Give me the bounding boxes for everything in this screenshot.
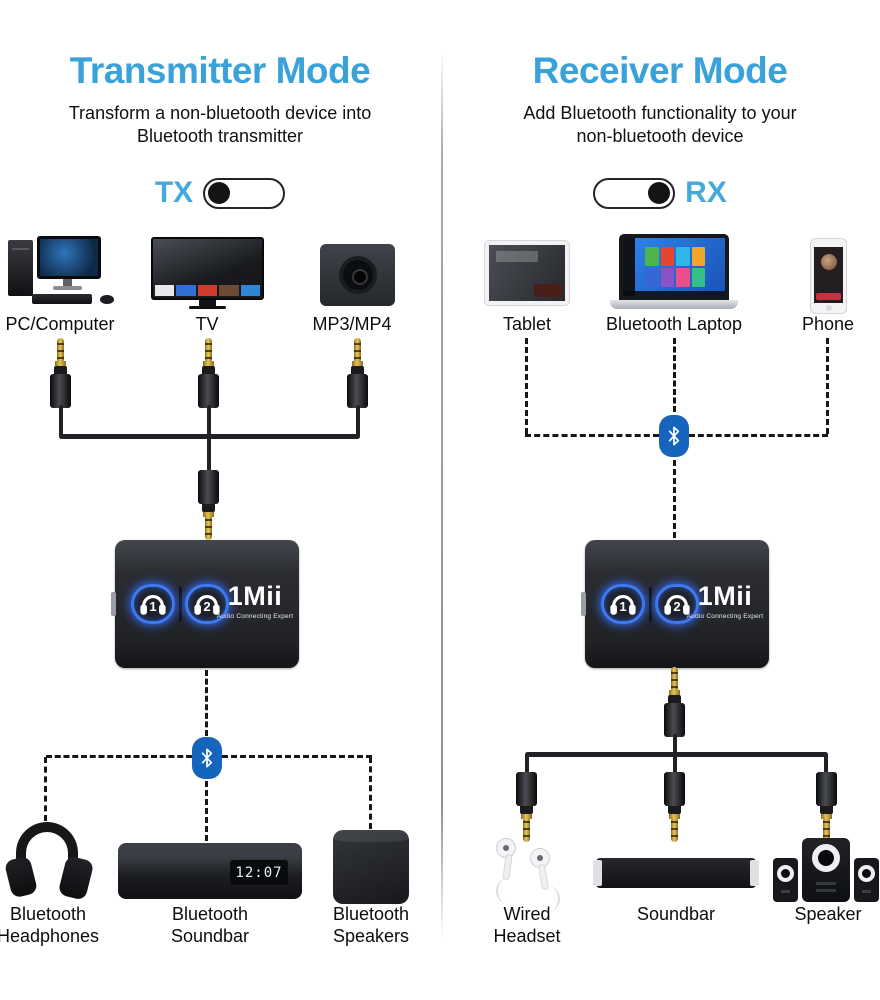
wired-headset-icon — [488, 836, 566, 912]
source-label: Phone — [801, 314, 855, 334]
aux-jack-icon — [198, 470, 219, 540]
source-label: Tablet — [502, 314, 552, 334]
bluetooth-link-line — [673, 460, 676, 538]
receiver-panel: Receiver Mode Add Bluetooth functionalit… — [440, 0, 880, 1000]
speaker-set-icon — [773, 838, 879, 906]
bluetooth-link-line — [369, 757, 372, 829]
channel-number: 2 — [673, 599, 681, 614]
aux-cable — [824, 754, 828, 774]
rx-toggle-row: RX — [440, 176, 880, 210]
toggle-knob — [208, 181, 231, 204]
receiver-title: Receiver Mode — [532, 50, 788, 91]
transmitter-subtitle-line1: Transform a non-bluetooth device into — [68, 103, 372, 123]
bluetooth-link-line — [525, 434, 659, 437]
tv-icon — [151, 237, 264, 311]
transmitter-subtitle-line2: Bluetooth transmitter — [136, 126, 304, 146]
bluetooth-link-line — [689, 434, 828, 437]
channel-1-button: 1 — [131, 584, 175, 624]
source-label: MP3/MP4 — [312, 314, 392, 334]
bluetooth-laptop-icon — [610, 234, 738, 312]
channel-number: 1 — [619, 599, 627, 614]
bluetooth-link-line — [205, 670, 208, 736]
pc-computer-icon — [6, 236, 116, 312]
aux-jack-icon — [516, 772, 537, 842]
bluetooth-adapter-device: 1 2 1Mii Audio Connecting Expert — [111, 540, 299, 668]
toggle-knob — [648, 181, 671, 204]
button-divider — [179, 587, 182, 621]
aux-jack-icon — [664, 667, 685, 737]
output-label: Bluetooth Speakers — [332, 904, 410, 946]
aux-jack-icon — [50, 338, 71, 408]
bluetooth-link-line — [525, 338, 528, 434]
clock-display: 12:07 — [230, 860, 288, 885]
aux-cable — [59, 405, 63, 437]
tx-toggle[interactable] — [203, 177, 286, 209]
bluetooth-link-line — [46, 755, 192, 758]
tx-toggle-row: TX — [0, 176, 440, 210]
channel-2-button: 2 — [185, 584, 229, 624]
soundbar-icon — [593, 858, 759, 888]
brand-tagline: Audio Connecting Expert — [686, 613, 764, 620]
brand-logo: 1Mii — [227, 581, 283, 611]
brand-tagline: Audio Connecting Expert — [216, 613, 294, 620]
side-switch — [581, 592, 586, 616]
aux-cable — [673, 734, 677, 755]
bluetooth-adapter-device: 1 2 1Mii Audio Connecting Expert — [581, 540, 769, 668]
mp3-player-icon — [320, 244, 395, 306]
aux-jack-icon — [664, 772, 685, 842]
source-label: Bluetooth Laptop — [605, 314, 743, 334]
tx-label: TX — [154, 176, 194, 209]
tablet-icon — [484, 240, 570, 306]
bluetooth-speaker-icon — [333, 830, 409, 904]
brand-logo: 1Mii — [697, 581, 753, 611]
output-label: Speaker — [794, 904, 862, 924]
aux-cable — [673, 754, 677, 774]
bluetooth-icon — [192, 737, 222, 779]
source-label: PC/Computer — [5, 314, 115, 334]
aux-jack-icon — [816, 772, 837, 842]
bluetooth-link-line — [205, 781, 208, 841]
bluetooth-icon — [659, 415, 689, 457]
button-divider — [649, 587, 652, 621]
bluetooth-link-line — [826, 338, 829, 434]
column-divider — [441, 50, 443, 940]
aux-cable — [207, 405, 211, 437]
headphone-icon — [664, 594, 690, 615]
transmitter-panel: Transmitter Mode Transform a non-bluetoo… — [0, 50, 440, 946]
output-label: Soundbar — [636, 904, 716, 924]
channel-number: 2 — [203, 599, 211, 614]
aux-cable — [525, 754, 529, 774]
channel-2-button: 2 — [655, 584, 699, 624]
source-label: TV — [195, 314, 219, 334]
side-switch — [111, 592, 116, 616]
output-label: Bluetooth Soundbar — [170, 904, 250, 946]
bluetooth-soundbar-icon: 12:07 — [118, 843, 302, 899]
channel-1-button: 1 — [601, 584, 645, 624]
aux-cable — [207, 436, 211, 472]
rx-label: RX — [685, 176, 727, 209]
receiver-subtitle-line1: Add Bluetooth functionality to your — [523, 103, 797, 123]
headphone-icon — [194, 594, 220, 615]
output-label: Bluetooth Headphones — [0, 904, 100, 946]
transmitter-title: Transmitter Mode — [69, 50, 371, 91]
channel-number: 1 — [149, 599, 157, 614]
aux-cable — [356, 405, 360, 437]
bluetooth-link-line — [44, 757, 47, 821]
aux-jack-icon — [347, 338, 368, 408]
headphone-icon — [140, 594, 166, 615]
phone-icon — [810, 238, 847, 314]
output-label: Wired Headset — [493, 904, 561, 946]
bluetooth-link-line — [673, 338, 676, 412]
receiver-subtitle-line2: non-bluetooth device — [576, 126, 744, 146]
bluetooth-link-line — [222, 755, 372, 758]
aux-jack-icon — [198, 338, 219, 408]
bluetooth-headphones-icon — [3, 820, 95, 908]
headphone-icon — [610, 594, 636, 615]
rx-toggle[interactable] — [593, 177, 676, 209]
